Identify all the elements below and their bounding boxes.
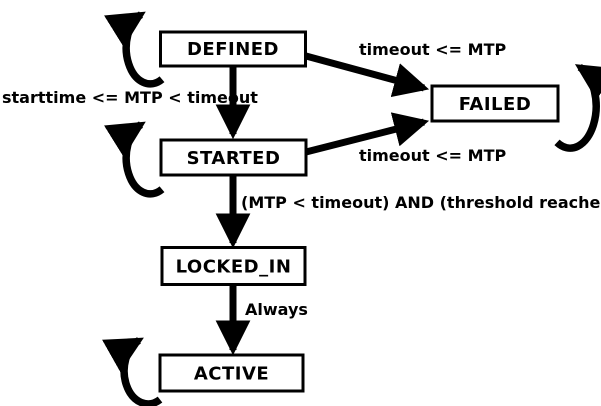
edge-defined-to-started-label: starttime <= MTP < timeout: [2, 88, 258, 107]
self-loop-started-arrow: [104, 121, 165, 198]
state-locked-in-box: [160, 246, 307, 286]
edge-locked-in-to-active-label: Always: [245, 300, 308, 319]
edge-started-to-failed-arrow: [305, 112, 430, 156]
self-loop-active-arrow: [102, 337, 163, 406]
state-started-box: [159, 138, 308, 177]
state-locked-in-label: LOCKED_IN: [176, 257, 292, 278]
state-defined-box: [159, 30, 307, 68]
edge-started-to-failed-label: timeout <= MTP: [359, 146, 506, 165]
state-active-box: [158, 353, 305, 393]
state-failed-label: FAILED: [459, 94, 532, 115]
state-failed-box: [430, 84, 560, 123]
edge-defined-to-failed-label: timeout <= MTP: [359, 40, 506, 59]
edge-defined-to-failed-arrow: [305, 52, 430, 98]
edge-started-to-locked-in-label: (MTP < timeout) AND (threshold reached): [241, 193, 601, 212]
self-loop-defined-arrow: [104, 11, 165, 88]
self-loop-failed-arrow: [554, 63, 601, 152]
state-active-label: ACTIVE: [194, 364, 269, 385]
state-defined-label: DEFINED: [187, 39, 279, 60]
state-started-label: STARTED: [187, 148, 281, 169]
